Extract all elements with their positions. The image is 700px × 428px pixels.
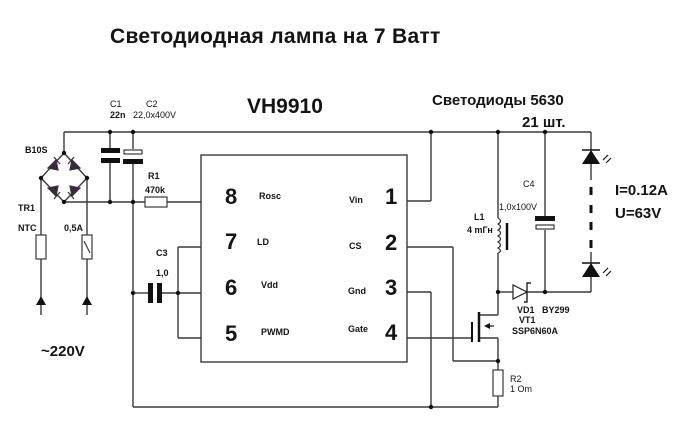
led-top-icon xyxy=(582,149,612,164)
junction-dot xyxy=(175,290,181,296)
spec-voltage: U=63V xyxy=(615,205,662,222)
c3-value: 1,0 xyxy=(156,268,169,278)
junction-dot xyxy=(107,199,113,205)
bridge-diode-icon xyxy=(67,156,82,171)
bridge-diode-icon xyxy=(46,156,61,171)
bridge-ref: B10S xyxy=(25,145,48,155)
vt1-ref: VT1 xyxy=(519,315,536,325)
inductor-l1-coil xyxy=(496,217,502,254)
pin-5-number: 5 xyxy=(225,321,238,346)
c1-plate-top xyxy=(101,148,120,153)
bridge-outline xyxy=(40,151,88,204)
l1-ref: L1 xyxy=(474,212,485,222)
diagram-title: Светодиодная лампа на 7 Ватт xyxy=(110,25,441,48)
junction-dot xyxy=(495,129,501,135)
junction-dot xyxy=(130,199,136,205)
led-count: 21 шт. xyxy=(522,114,566,131)
pin-2-name: CS xyxy=(349,241,362,251)
pin-8-number: 8 xyxy=(225,184,238,209)
pin-4-number: 4 xyxy=(385,320,398,345)
junction-dot xyxy=(130,290,136,296)
ac-terminal-arrow-icon xyxy=(36,296,46,305)
input-voltage: ~220V xyxy=(41,343,85,360)
junction-dot xyxy=(107,129,113,135)
c1-plate-bottom xyxy=(101,158,120,163)
pin-6-name: Vdd xyxy=(261,280,278,290)
ntc-body xyxy=(35,234,47,260)
vt1-value: SSP6N60A xyxy=(512,326,559,336)
chip-name: VH9910 xyxy=(247,95,323,118)
pin-7-name: LD xyxy=(257,237,269,247)
spec-current: I=0.12A xyxy=(615,182,668,199)
r1-value: 470k xyxy=(145,185,166,195)
c4-plate-bottom xyxy=(535,224,555,230)
c3-plate-right xyxy=(157,283,162,303)
junction-dot xyxy=(84,175,90,181)
junction-dot xyxy=(542,129,548,135)
c4-ref: C4 xyxy=(523,179,535,189)
c3-plate-left xyxy=(148,283,153,303)
pin-1-name: Vin xyxy=(349,195,363,205)
r2-ref: R2 xyxy=(510,374,522,384)
r1-ref: R1 xyxy=(148,171,160,181)
ac-terminal-arrow-icon xyxy=(82,296,92,305)
junction-dot xyxy=(495,289,501,295)
c4-plate-top xyxy=(535,216,555,221)
pin-1-number: 1 xyxy=(385,184,398,209)
pin-5-name: PWMD xyxy=(261,327,290,337)
junction-dot xyxy=(428,404,434,410)
bridge-diode-icon xyxy=(46,185,61,200)
thermistor-ref: TR1 xyxy=(18,203,36,213)
l1-value: 4 mГн xyxy=(467,225,493,235)
junction-dot xyxy=(542,289,548,295)
led-label: Светодиоды 5630 xyxy=(432,92,564,109)
c3-ref: C3 xyxy=(156,248,168,258)
c2-plate-top xyxy=(123,149,143,155)
mosfet-vt1-icon xyxy=(471,312,494,342)
junction-dot xyxy=(130,129,136,135)
r2-value: 1 Om xyxy=(510,384,533,394)
r1-body xyxy=(144,196,168,208)
chip-body xyxy=(200,154,408,363)
c2-value: 22,0x400V xyxy=(133,110,177,120)
c2-plate-bottom xyxy=(123,159,143,164)
fuse-value: 0,5A xyxy=(64,223,84,233)
pin-3-number: 3 xyxy=(385,275,398,300)
r2-body xyxy=(492,369,504,397)
fuse-slash xyxy=(83,240,91,254)
junction-dot xyxy=(61,199,67,205)
led-bottom-icon xyxy=(582,262,612,277)
pin-4-name: Gate xyxy=(348,324,369,334)
junction-dot xyxy=(61,150,67,156)
pin-7-number: 7 xyxy=(225,229,238,254)
junction-dot xyxy=(495,358,501,364)
pin-6-number: 6 xyxy=(225,275,238,300)
vd1-ref: VD1 xyxy=(517,305,535,315)
c2-ref: C2 xyxy=(146,99,158,109)
bridge-diode-icon xyxy=(67,185,82,200)
junction-dot xyxy=(38,175,44,181)
pin-3-name: Gnd xyxy=(348,286,366,296)
vd1-value: BY299 xyxy=(542,305,570,315)
pin-2-number: 2 xyxy=(385,230,398,255)
pin-8-name: Rosc xyxy=(259,191,282,201)
c4-value: 1,0x100V xyxy=(499,202,538,212)
diode-vd1-icon xyxy=(512,282,531,303)
junction-dot xyxy=(428,129,434,135)
c1-value: 22n xyxy=(110,110,126,120)
thermistor-type: NTC xyxy=(18,223,37,233)
c1-ref: C1 xyxy=(110,99,122,109)
